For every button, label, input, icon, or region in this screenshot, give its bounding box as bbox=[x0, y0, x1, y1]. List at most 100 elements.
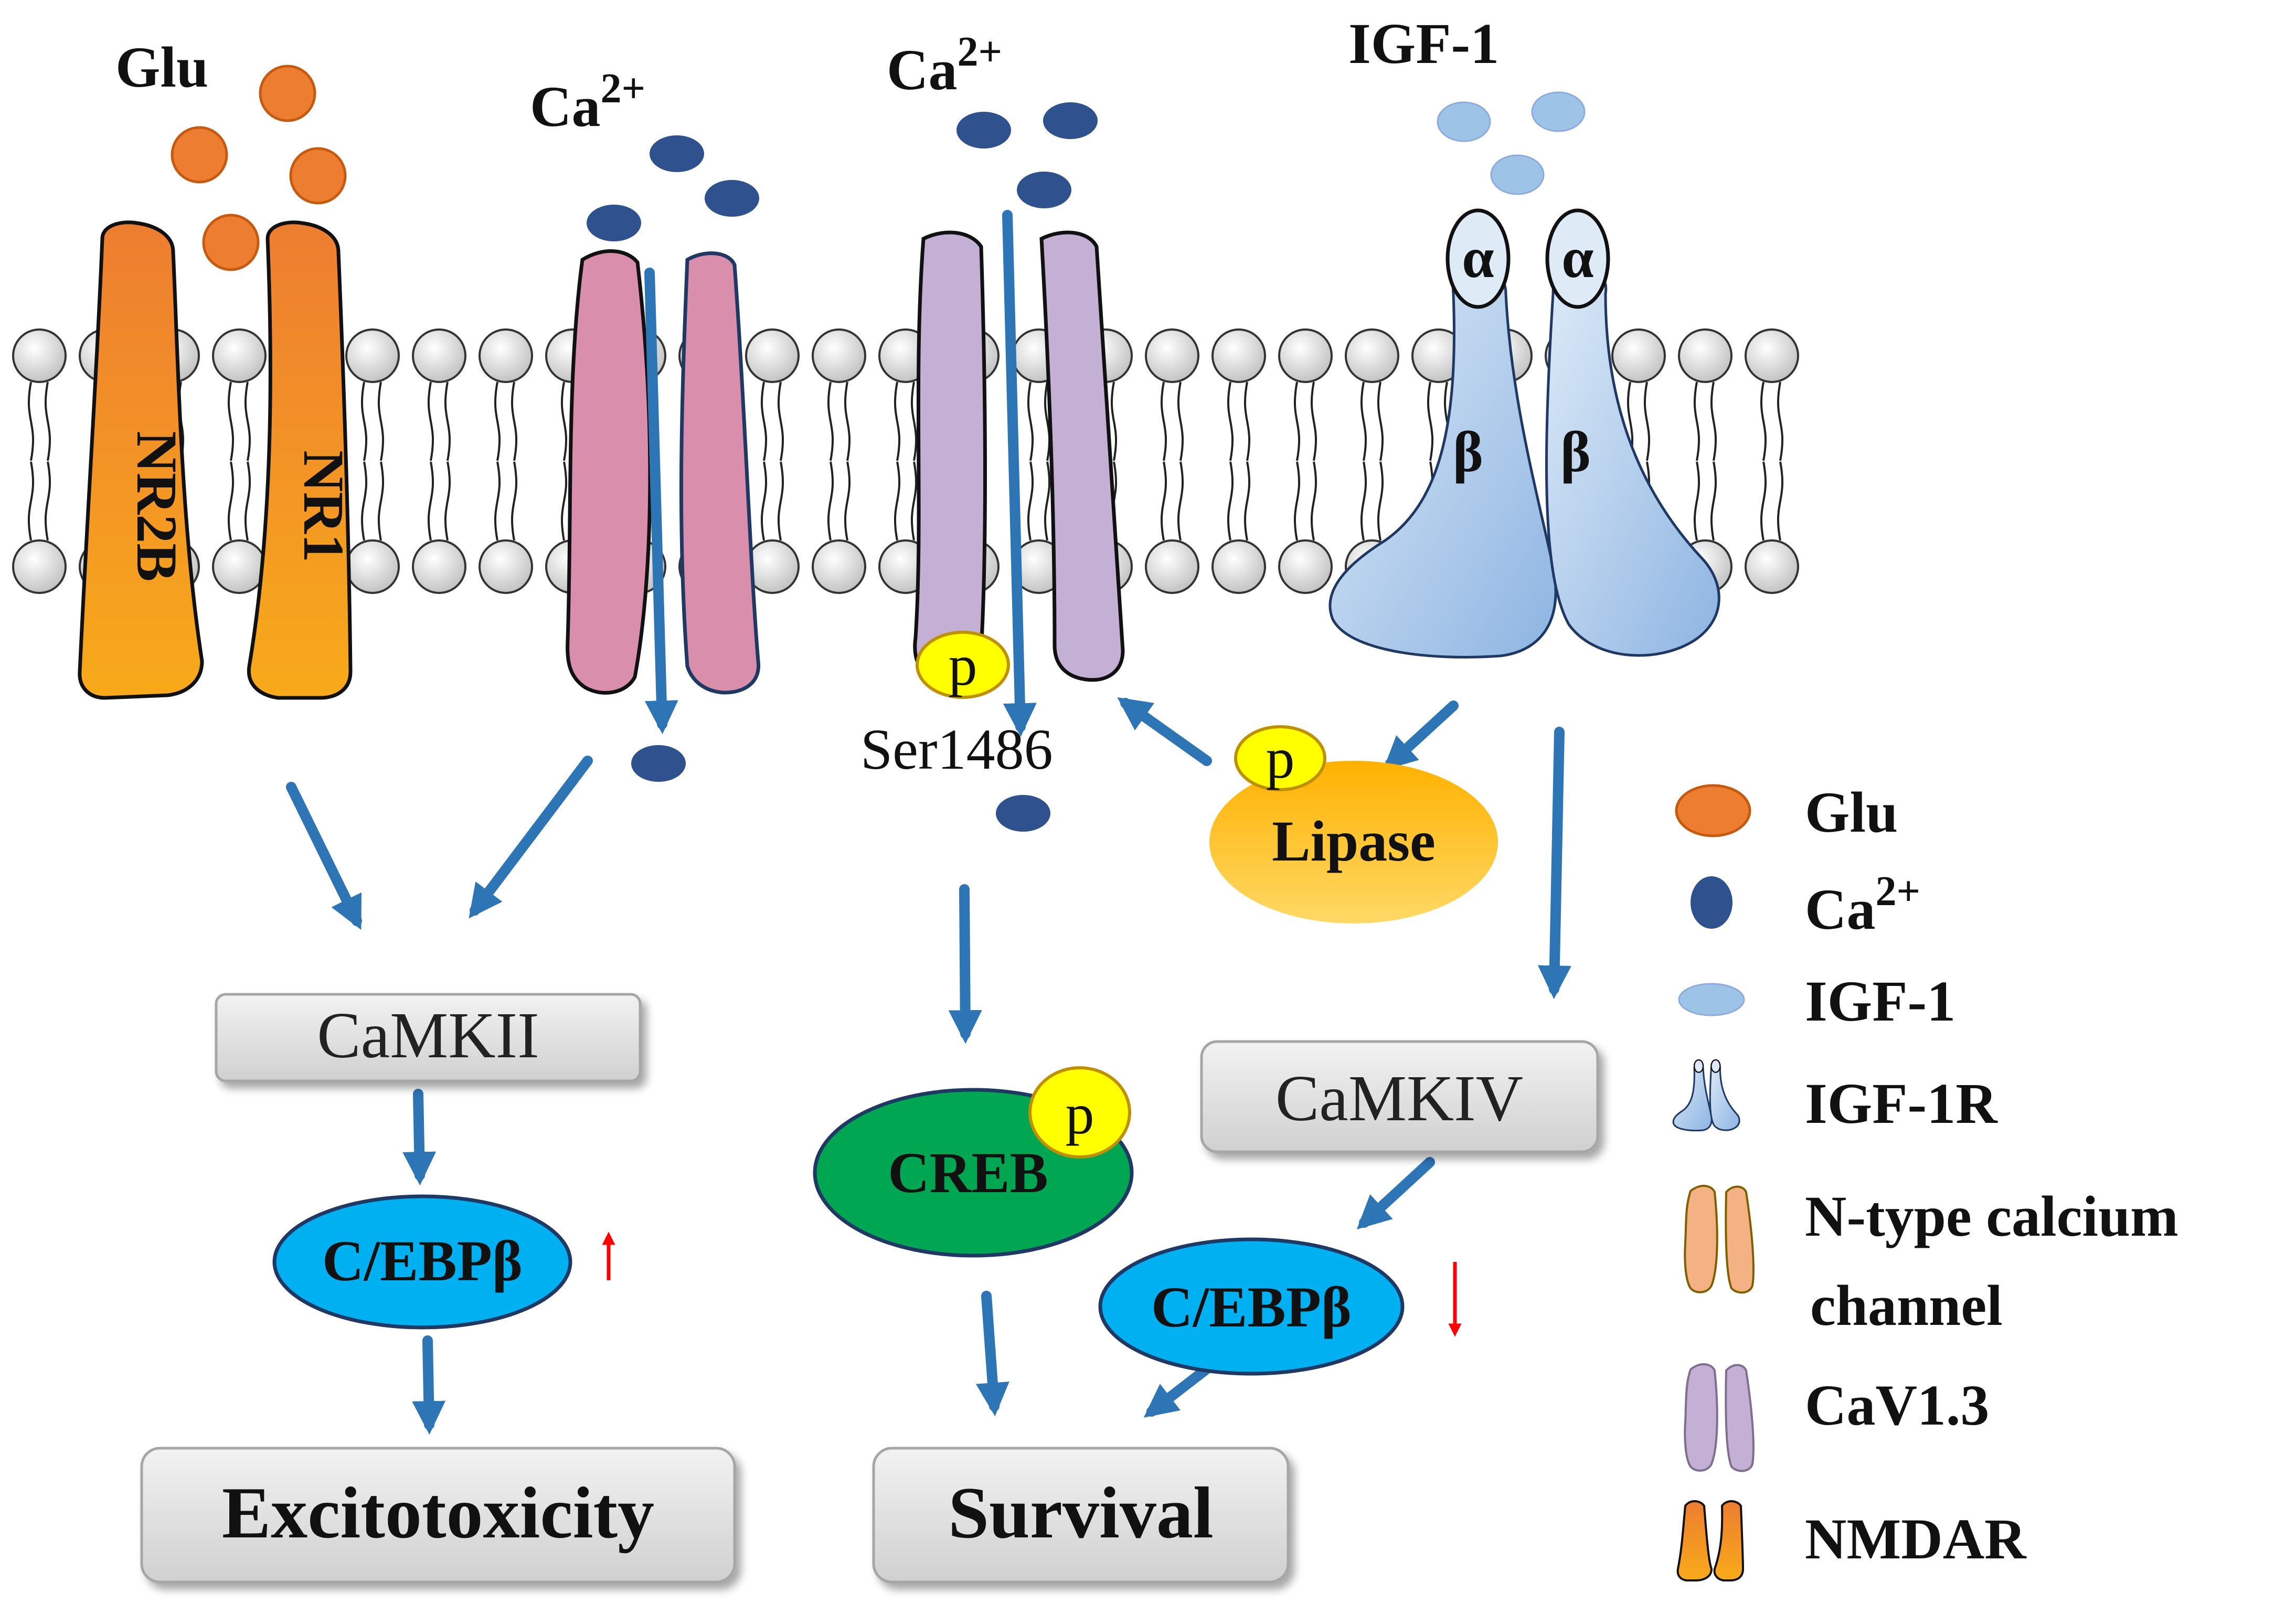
lipid-head bbox=[412, 328, 466, 383]
lipid-tail bbox=[511, 461, 518, 541]
lipid-tail bbox=[560, 381, 568, 461]
lipid-tail bbox=[894, 461, 901, 541]
arrow-camkii-cebpb bbox=[402, 1089, 437, 1186]
lipid-tail bbox=[244, 461, 251, 541]
lipid-tail bbox=[777, 461, 784, 541]
lipid-tail bbox=[1427, 381, 1434, 461]
glu-molecule bbox=[171, 126, 228, 184]
glu-molecule bbox=[259, 65, 316, 122]
lipid-tail bbox=[910, 381, 918, 461]
lipid-head bbox=[1211, 539, 1266, 594]
lipid-head bbox=[812, 539, 866, 594]
phospho-badge-cav bbox=[916, 631, 1010, 699]
lipid-tail bbox=[1160, 381, 1167, 461]
ca-ion bbox=[705, 180, 759, 217]
igf1r-receptor: α α β β bbox=[1328, 208, 1720, 659]
lipid-head bbox=[1145, 539, 1199, 594]
glu-molecule bbox=[289, 147, 347, 205]
lipid-tail bbox=[1293, 381, 1301, 461]
arrow-ntype-influx bbox=[644, 268, 678, 735]
lipid-head bbox=[1345, 328, 1399, 383]
lipid-head bbox=[1278, 328, 1333, 383]
arrow-igf1r-lipase bbox=[1383, 700, 1459, 770]
lipid-head bbox=[12, 328, 67, 383]
camkiv-box bbox=[1200, 1040, 1599, 1153]
lipid-head bbox=[812, 328, 866, 383]
lipid-tail bbox=[511, 381, 518, 461]
lipid-tail bbox=[1027, 381, 1034, 461]
nr2b-subunit bbox=[78, 220, 204, 700]
lipid-tail bbox=[427, 381, 434, 461]
cebpb-label-left: C/EBPβ bbox=[322, 1229, 523, 1293]
lipid-tail bbox=[377, 381, 385, 461]
lipid-head bbox=[1745, 328, 1799, 383]
camkii-box bbox=[215, 993, 642, 1082]
nr2b-label: NR2B bbox=[125, 431, 189, 581]
camkiv-label: CaMKIV bbox=[1275, 1063, 1523, 1135]
igf1-molecule bbox=[1437, 101, 1491, 142]
lipid-tail bbox=[1710, 381, 1717, 461]
ca-ion bbox=[650, 135, 704, 172]
cav13-channel bbox=[913, 230, 1125, 682]
lipid-tail bbox=[244, 381, 251, 461]
legend-glu-label: Glu bbox=[1805, 780, 1898, 844]
phospho-badge-lipase bbox=[1234, 725, 1326, 791]
lipid-tail bbox=[1693, 461, 1700, 541]
arrow-ca-camkii bbox=[469, 756, 593, 919]
lipid-head bbox=[412, 539, 466, 594]
lipid-head bbox=[1678, 328, 1732, 383]
lipid-tail bbox=[227, 461, 235, 541]
lipid-tail bbox=[827, 461, 834, 541]
lipid-tail bbox=[494, 461, 501, 541]
ca-ions-left bbox=[587, 135, 759, 782]
lipid-tail bbox=[27, 381, 35, 461]
arrow-cebpb-survival bbox=[1143, 1362, 1215, 1418]
legend-ntype-label-line1: N-type calcium bbox=[1805, 1184, 2178, 1248]
lipid-tail bbox=[1760, 381, 1767, 461]
lipid-head bbox=[212, 539, 267, 594]
beta-label-right: β bbox=[1560, 420, 1591, 484]
phospho-label-cav: p bbox=[949, 633, 977, 697]
lipid-tail bbox=[760, 381, 768, 461]
arrow-ca-creb bbox=[948, 884, 982, 1044]
phospho-label-lipase: p bbox=[1266, 726, 1295, 790]
creb-label: CREB bbox=[888, 1141, 1048, 1205]
lipid-tail bbox=[1110, 381, 1118, 461]
legend: Glu Ca2+ IGF-1 IGF-1R N-type calcium cha… bbox=[1672, 780, 2178, 1581]
arrow-cebpb-excitotoxicity bbox=[412, 1335, 446, 1435]
alpha-label-left: α bbox=[1462, 226, 1494, 290]
lipid-head bbox=[1745, 539, 1799, 594]
cebpb-node-right bbox=[1098, 1237, 1405, 1376]
lipid-tail bbox=[760, 461, 768, 541]
lipid-tail bbox=[44, 461, 51, 541]
arrow-camkiv-cebpb bbox=[1356, 1157, 1435, 1229]
lipid-tail bbox=[844, 461, 851, 541]
lipid-tail bbox=[1710, 461, 1717, 541]
arrow-creb-survival bbox=[975, 1291, 1009, 1417]
excitotoxicity-box bbox=[140, 1447, 736, 1584]
lipid-head bbox=[345, 328, 400, 383]
lipid-tail bbox=[910, 461, 918, 541]
lipid-tail bbox=[427, 461, 434, 541]
legend-igf1r-label: IGF-1R bbox=[1805, 1071, 1998, 1135]
legend-igf1r-icon bbox=[1672, 1059, 1740, 1132]
lipid-tail bbox=[1310, 461, 1317, 541]
phospho-badge-creb bbox=[1028, 1066, 1131, 1159]
lipid-tail bbox=[1360, 381, 1367, 461]
lipid-head bbox=[479, 328, 533, 383]
ca-label-mid: Ca2+ bbox=[887, 29, 1002, 102]
lipid-tail bbox=[844, 381, 851, 461]
lipid-head bbox=[1145, 328, 1199, 383]
lipid-tail bbox=[1243, 461, 1251, 541]
lipid-tail bbox=[227, 381, 235, 461]
igf1-label: IGF-1 bbox=[1348, 12, 1499, 76]
lipid-tail bbox=[494, 381, 501, 461]
lipid-tail bbox=[1293, 461, 1301, 541]
beta-label-left: β bbox=[1453, 420, 1483, 484]
lipid-tail bbox=[777, 381, 784, 461]
legend-cav13-icon bbox=[1684, 1363, 1755, 1472]
lipid-tail bbox=[1027, 461, 1034, 541]
lipid-tail bbox=[560, 461, 568, 541]
legend-ca-label: Ca2+ bbox=[1805, 868, 1920, 941]
